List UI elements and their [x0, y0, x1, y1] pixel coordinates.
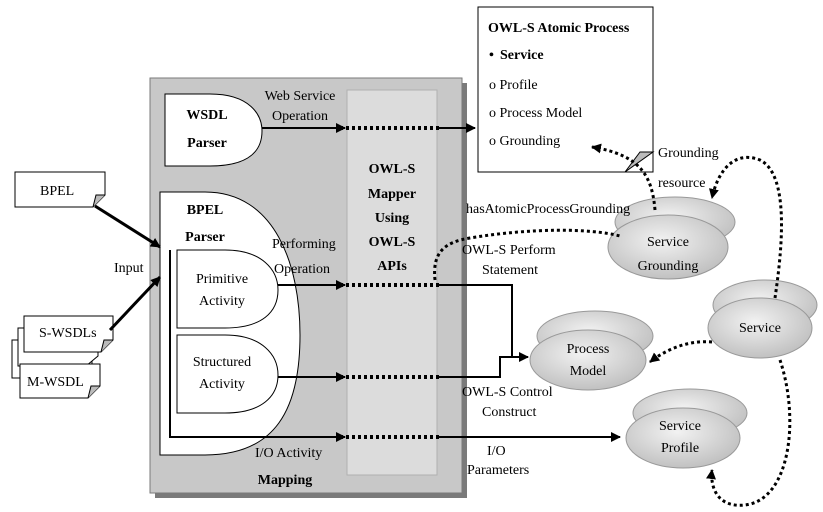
- primitive-activity-line2: Activity: [199, 294, 245, 309]
- service-node: Service: [707, 279, 818, 359]
- grounding-resource-line1: Grounding: [658, 146, 719, 161]
- performing-operation-line1: Performing: [272, 237, 336, 252]
- process-model-line2: Model: [570, 364, 607, 379]
- service-profile-line1: Service: [659, 419, 701, 434]
- process-model-node: Process Model: [529, 310, 654, 391]
- bpel-document-label: BPEL: [40, 184, 74, 199]
- web-service-operation-line2: Operation: [272, 109, 328, 124]
- primitive-activity-line1: Primitive: [196, 272, 248, 287]
- wsdl-input-arrow: [108, 275, 162, 332]
- owls-control-construct-line1: OWL-S Control: [462, 385, 553, 400]
- service-to-profile-arrow: [706, 359, 792, 507]
- grounding-resource-line2: resource: [658, 176, 705, 191]
- bpel-parser-line1: BPEL: [187, 203, 224, 218]
- mapping-label: Mapping: [258, 473, 312, 488]
- web-service-operation-line1: Web Service: [265, 89, 336, 104]
- process-model-line1: Process: [567, 342, 610, 357]
- service-to-process-model-arrow: [649, 340, 713, 364]
- io-activity-label: I/O Activity: [255, 446, 322, 461]
- control-to-process-model-line: [437, 356, 528, 378]
- mapper-line-2: Mapper: [368, 187, 416, 202]
- has-atomic-process-grounding-link: [433, 228, 621, 281]
- service-grounding-line1: Service: [647, 235, 689, 250]
- wsdl-parser-line1: WSDL: [186, 108, 227, 123]
- mapper-line-3: Using: [375, 211, 409, 226]
- io-parameters-line1: I/O: [487, 444, 506, 459]
- grounding-to-atomic-arrow: [591, 143, 657, 211]
- atomic-process-item: o Process Model: [489, 106, 582, 121]
- service-node-label: Service: [739, 321, 781, 336]
- owls-perform-statement-line1: OWL-S Perform: [462, 243, 556, 258]
- structured-activity-line1: Structured: [193, 355, 251, 370]
- owls-control-construct-line2: Construct: [482, 405, 537, 420]
- atomic-process-title: OWL-S Atomic Process: [488, 21, 630, 36]
- mapper-line-4: OWL-S: [369, 235, 416, 250]
- atomic-process-box: OWL-S Atomic Process • Service o Profile…: [477, 6, 655, 173]
- mapper-line-1: OWL-S: [369, 162, 416, 177]
- service-to-grounding-arrow: [709, 155, 783, 299]
- owls-perform-statement-line2: Statement: [482, 263, 538, 278]
- input-label: Input: [114, 261, 144, 276]
- io-to-mapper-arrow: [169, 250, 346, 442]
- service-profile-line2: Profile: [661, 441, 699, 456]
- wsdl-documents: S-WSDLs M-WSDL: [11, 315, 114, 399]
- primitive-activity: Primitive Activity: [176, 249, 279, 329]
- service-grounding-line2: Grounding: [638, 259, 699, 274]
- m-wsdl-label: M-WSDL: [27, 375, 84, 390]
- atomic-process-item: o Profile: [489, 78, 538, 93]
- s-wsdls-label: S-WSDLs: [39, 326, 97, 341]
- io-parameters-line2: Parameters: [467, 463, 529, 478]
- performing-operation-line2: Operation: [274, 262, 330, 277]
- atomic-process-item: o Grounding: [489, 134, 560, 149]
- owls-mapper: OWL-S Mapper Using OWL-S APIs: [346, 89, 438, 476]
- mapper-line-5: APIs: [377, 259, 407, 274]
- atomic-process-service: Service: [500, 48, 544, 63]
- service-grounding-node: Service Grounding: [607, 196, 736, 280]
- structured-activity: Structured Activity: [176, 334, 279, 414]
- wsdl-parser-line2: Parser: [187, 136, 227, 151]
- has-atomic-process-grounding-label: hasAtomicProcessGrounding: [466, 202, 630, 217]
- bpel-document: BPEL: [14, 171, 106, 208]
- bpel-parser-line2: Parser: [185, 230, 225, 245]
- bullet-icon: •: [489, 48, 494, 63]
- structured-activity-line2: Activity: [199, 377, 245, 392]
- wsdl-parser: WSDL Parser: [164, 93, 263, 167]
- service-profile-node: Service Profile: [625, 388, 748, 469]
- bpel-input-arrow: [94, 204, 161, 249]
